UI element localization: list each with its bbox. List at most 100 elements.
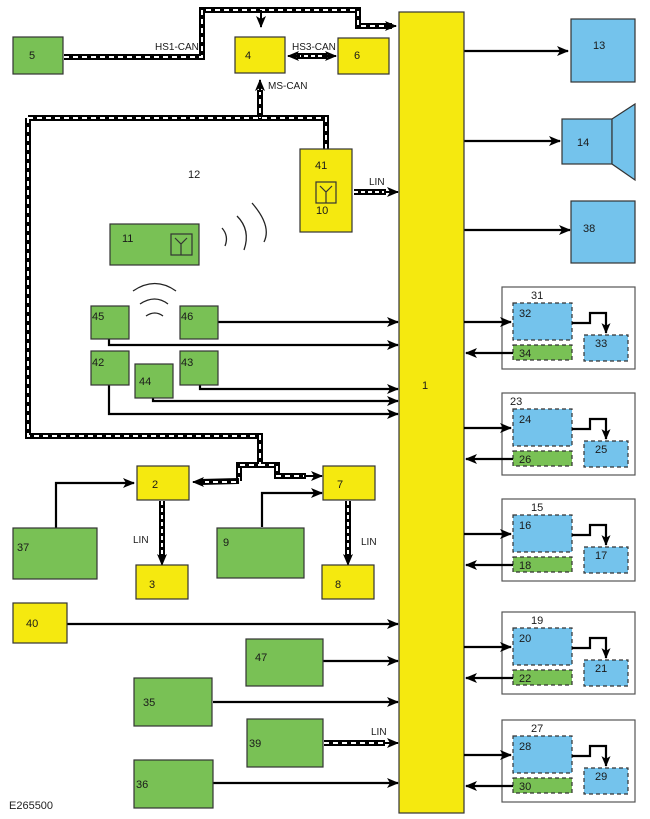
lin-label-39: LIN (371, 727, 387, 738)
svg-text:39: 39 (249, 738, 261, 750)
module-11: 11 (109, 223, 200, 266)
svg-text:37: 37 (17, 542, 29, 554)
module-40: 40 (12, 602, 68, 644)
module-label: 25 (595, 444, 607, 456)
module-44: 44 (134, 363, 174, 399)
module-42: 42 (90, 350, 130, 386)
module-35: 35 (133, 677, 213, 727)
module-21 (583, 659, 629, 687)
reference-code: E265500 (9, 800, 53, 812)
line-42-to-1 (107, 384, 399, 419)
module-38: 38 (570, 200, 636, 264)
module-label: 20 (519, 633, 531, 645)
svg-text:41: 41 (315, 160, 327, 172)
module-39: 39 (246, 718, 324, 768)
module-20 (512, 627, 573, 666)
module-7: 7 (322, 465, 376, 501)
svg-text:10: 10 (316, 205, 328, 217)
module-32 (512, 302, 573, 341)
module-33 (583, 334, 629, 362)
group-label: 23 (510, 396, 522, 408)
module-label: 32 (519, 308, 531, 320)
bus-lines (25, 7, 399, 748)
group-label: 15 (531, 502, 543, 514)
area-12-label: 12 (188, 169, 200, 181)
wireless-signal-icon (132, 282, 177, 317)
module-label: 22 (519, 673, 531, 685)
ms-can-bus (25, 79, 329, 487)
hs1-can-bus (64, 7, 397, 60)
module-8: 8 (321, 564, 375, 600)
svg-text:3: 3 (149, 579, 155, 591)
group-label: 31 (531, 290, 543, 302)
module-label: 29 (595, 771, 607, 783)
line-45-to-1 (107, 339, 399, 350)
svg-text:8: 8 (335, 579, 341, 591)
signal-lines (54, 46, 571, 788)
lin-label-41: LIN (369, 177, 385, 188)
svg-text:35: 35 (143, 697, 155, 709)
internal-arrow (572, 636, 611, 659)
svg-text:43: 43 (181, 357, 193, 369)
svg-text:4: 4 (245, 50, 251, 62)
hs3-can-label: HS3-CAN (292, 42, 336, 53)
module-47: 47 (245, 638, 324, 687)
svg-text:36: 36 (136, 779, 148, 791)
svg-text:6: 6 (354, 50, 360, 62)
module-label: 17 (595, 550, 607, 562)
lin-label-2-3: LIN (133, 535, 149, 546)
module-label: 18 (519, 560, 531, 572)
svg-text:38: 38 (583, 223, 595, 235)
module-2: 2 (136, 465, 190, 501)
module-label: 33 (595, 338, 607, 350)
module-9: 9 (216, 527, 305, 579)
line-9-to-7 (260, 488, 323, 527)
module-3: 3 (135, 564, 189, 600)
svg-text:47: 47 (255, 652, 267, 664)
module-29 (583, 767, 629, 795)
module-14-speaker: 14 (561, 102, 636, 182)
module-label: 30 (519, 781, 531, 793)
antenna-icon (315, 181, 337, 204)
speaker-icon (611, 102, 636, 182)
module-37: 37 (12, 527, 98, 580)
module-13: 13 (570, 18, 636, 83)
internal-arrow (572, 523, 611, 546)
group-label: 27 (531, 723, 543, 735)
module-label: 28 (519, 741, 531, 753)
module-25 (583, 440, 629, 468)
module-1: 1 (398, 11, 465, 814)
module-41: 41 10 (299, 148, 353, 233)
svg-text:2: 2 (152, 479, 158, 491)
module-label: 1 (422, 380, 428, 392)
module-17 (583, 546, 629, 574)
module-43: 43 (179, 350, 219, 386)
internal-arrow (572, 744, 611, 767)
svg-text:42: 42 (92, 357, 104, 369)
svg-text:14: 14 (577, 137, 589, 149)
module-16 (512, 514, 573, 553)
module-28 (512, 735, 573, 774)
internal-arrow (572, 417, 611, 440)
module-label: 21 (595, 663, 607, 675)
internal-arrow (572, 311, 611, 334)
svg-text:40: 40 (26, 618, 38, 630)
module-45: 45 (90, 305, 130, 340)
line-44-to-1 (151, 390, 399, 406)
svg-text:11: 11 (122, 233, 133, 245)
svg-text:5: 5 (29, 50, 35, 62)
svg-text:44: 44 (139, 376, 151, 388)
module-label: 26 (519, 454, 531, 466)
svg-text:9: 9 (223, 537, 229, 549)
module-36: 36 (133, 759, 214, 809)
hs1-can-label: HS1-CAN (155, 42, 199, 53)
ms-can-label: MS-CAN (268, 81, 307, 92)
module-46: 46 (179, 305, 219, 340)
line-43-to-1 (198, 384, 399, 394)
